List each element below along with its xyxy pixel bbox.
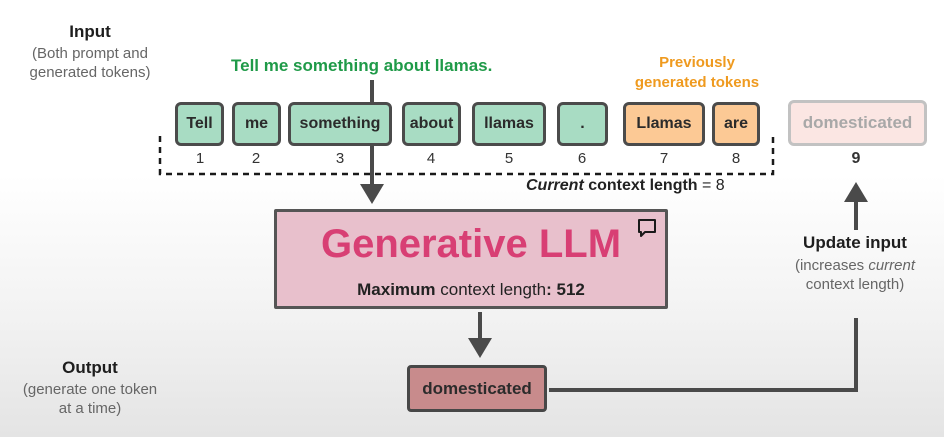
context-bracket (158, 136, 775, 176)
token-index-5: 5 (504, 150, 514, 167)
token-1: Tell (175, 102, 224, 146)
previously-line2: generated tokens (634, 74, 760, 91)
input-arrow-head (360, 184, 384, 204)
generative-llm-box: Generative LLM Maximum context length: 5… (274, 209, 668, 309)
token-6: . (557, 102, 608, 146)
output-title: Output (62, 358, 118, 377)
token-2: me (232, 102, 281, 146)
context-length-emph: Current (526, 177, 584, 194)
output-subtitle-line1: (generate one token (22, 381, 158, 398)
llm-max-value: : 512 (546, 280, 585, 299)
token-index-6: 6 (577, 150, 587, 167)
output-subtitle-line2: at a time) (58, 400, 122, 417)
token-7: Llamas (623, 102, 705, 146)
token-index-3: 3 (335, 150, 345, 167)
token-3: something (288, 102, 392, 146)
llm-title: Generative LLM (320, 222, 622, 266)
input-subtitle: (Both prompt and generated tokens) (0, 44, 180, 82)
token-index-4: 4 (426, 150, 436, 167)
token-index-2: 2 (251, 150, 261, 167)
update-arrow-head (844, 182, 868, 202)
input-title: Input (69, 22, 111, 41)
token-8: are (712, 102, 760, 146)
input-subtitle-line2: generated tokens) (29, 64, 151, 81)
output-arrow-head (468, 338, 492, 358)
output-token: domesticated (407, 365, 547, 412)
update-subtitle-line2: context length) (805, 276, 905, 293)
update-subtitle-line1: (increases current (770, 256, 940, 275)
output-subtitle: (generate one token at a time) (0, 380, 180, 418)
prompt-text: Tell me something about llamas. (231, 56, 493, 75)
context-length-value: = 8 (697, 177, 725, 194)
update-input-title: Update input (803, 233, 907, 252)
current-context-length: Current context length = 8 (526, 177, 725, 195)
previously-line1: Previously (659, 54, 735, 71)
llm-max-context: Maximum context length: 512 (277, 280, 665, 300)
chat-bubble-icon (638, 219, 656, 237)
token-4: about (402, 102, 461, 146)
update-loop-line (549, 318, 858, 392)
llm-max-mid: context length (435, 280, 547, 299)
previously-generated-label: Previously generated tokens (612, 53, 782, 93)
token-index-9: 9 (851, 150, 861, 167)
update-input-subtitle: (increases current context length) (770, 256, 940, 294)
update-subtitle-em: current (868, 257, 916, 274)
token-index-8: 8 (731, 150, 741, 167)
input-subtitle-line1: (Both prompt and (32, 45, 148, 62)
llm-max-bold: Maximum (357, 280, 436, 299)
update-subtitle-a: (increases (794, 257, 869, 274)
token-index-1: 1 (195, 150, 205, 167)
token-5: llamas (472, 102, 546, 146)
context-length-label: context length (583, 177, 698, 194)
token-index-7: 7 (659, 150, 669, 167)
token-9-next: domesticated (788, 100, 927, 146)
